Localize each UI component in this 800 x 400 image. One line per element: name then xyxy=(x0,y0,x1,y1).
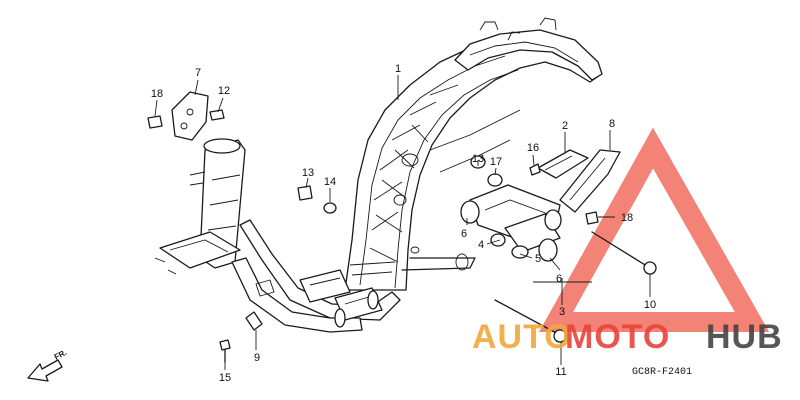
callout-2: 2 xyxy=(562,120,568,132)
callout-13-left: 13 xyxy=(302,167,314,179)
bolt-part-18-left xyxy=(147,115,163,129)
callout-16: 16 xyxy=(527,142,539,154)
screw-part-16 xyxy=(529,163,541,176)
bracket-part-8 xyxy=(559,149,621,213)
front-direction-arrow: FR. xyxy=(27,348,69,382)
callout-6-right: 6 xyxy=(556,273,562,285)
fr-label: FR. xyxy=(53,348,69,362)
callout-4: 4 xyxy=(478,239,484,251)
leader-lines xyxy=(154,75,651,370)
callout-labels: 1 2 3 4 5 6 6 7 8 9 10 11 12 13 13 14 15… xyxy=(151,63,656,384)
callout-3: 3 xyxy=(559,306,565,318)
bolt-part-10 xyxy=(591,231,657,275)
front-frame xyxy=(154,138,401,333)
engine-hanger-part-3 xyxy=(460,184,562,262)
callout-12: 12 xyxy=(218,85,230,97)
callout-5: 5 xyxy=(535,253,541,265)
callout-10: 10 xyxy=(644,299,656,311)
callout-11: 11 xyxy=(555,366,566,378)
callout-14: 14 xyxy=(324,176,336,188)
callout-13-right: 13 xyxy=(472,153,484,165)
callout-17: 17 xyxy=(490,156,502,168)
clip-part-9 xyxy=(245,311,263,331)
bolt-part-11 xyxy=(494,299,567,343)
main-frame-part-1 xyxy=(344,17,603,291)
callout-9: 9 xyxy=(254,352,260,364)
watermark-text: AUTO MOTO HUB xyxy=(472,318,783,356)
callout-6-left: 6 xyxy=(461,228,467,240)
watermark-logo xyxy=(538,127,770,332)
diagram-code: GC8R-F2401 xyxy=(632,367,692,378)
bolt-part-12 xyxy=(209,109,225,121)
watermark-moto: MOTO xyxy=(565,318,670,356)
callout-1: 1 xyxy=(395,63,401,75)
washer-part-14 xyxy=(323,202,337,214)
callout-15: 15 xyxy=(219,372,231,384)
washer-part-17 xyxy=(487,173,503,187)
watermark-hub: HUB xyxy=(706,318,783,356)
stopper-part-2 xyxy=(537,149,589,179)
plate-part-7 xyxy=(171,91,209,141)
callout-7: 7 xyxy=(195,67,201,79)
nut-part-13-left xyxy=(297,185,313,201)
callout-8: 8 xyxy=(609,118,615,130)
watermark-auto: AUTO xyxy=(472,318,572,356)
callout-18-right: 18 xyxy=(621,212,633,224)
callout-18-left: 18 xyxy=(151,88,163,100)
bolt-part-15 xyxy=(219,339,231,363)
nut-part-18-right xyxy=(585,211,599,225)
